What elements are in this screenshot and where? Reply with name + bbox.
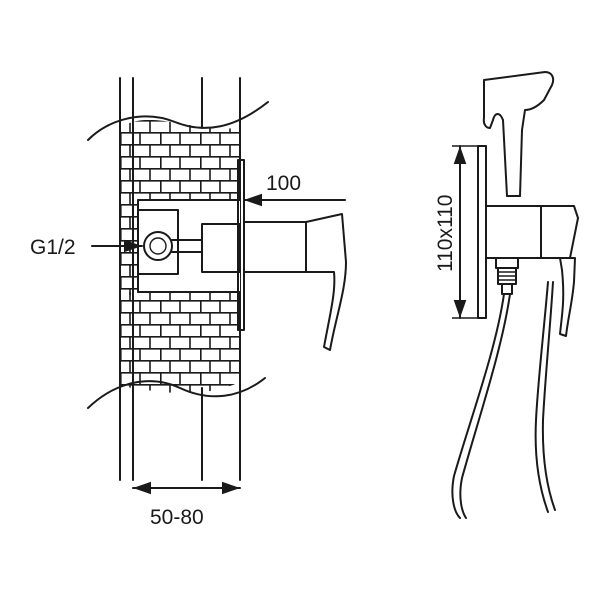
mixer-body [243, 221, 307, 273]
brick-hatch-upper [120, 119, 240, 200]
break-line-top [87, 101, 269, 141]
shower-hose-right [534, 281, 549, 513]
projection-label: 100 [266, 172, 301, 195]
brick-hatch-lower [120, 292, 240, 394]
wall-thickness-label: 50-80 [150, 506, 204, 529]
hand-shower-head [482, 71, 555, 197]
inlet-connection [143, 231, 173, 261]
brick-hatch-side [120, 200, 138, 295]
thread-label: G1/2 [30, 236, 76, 259]
shower-hose-left [451, 293, 505, 519]
valve-lever-elevation [559, 257, 576, 337]
break-line-bottom [87, 377, 266, 409]
wall-section-view: G1/2 100 50-80 [30, 77, 347, 529]
plate-size-label: 110x110 [434, 195, 457, 272]
mixer-lever [305, 213, 347, 351]
valve-housing [540, 205, 579, 259]
shower-holder-body [485, 205, 542, 259]
cover-plate-elevation [477, 145, 487, 319]
side-elevation-view: 110x110 [434, 71, 579, 519]
valve-cartridge [201, 223, 241, 273]
